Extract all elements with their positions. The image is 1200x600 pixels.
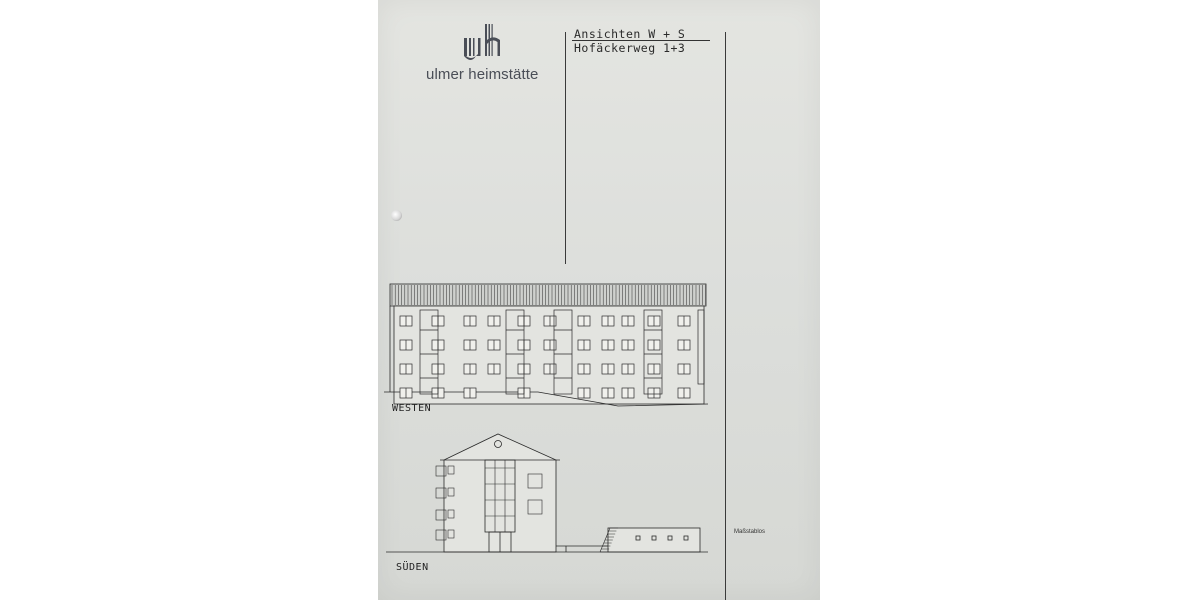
south-elevation-label: SÜDEN xyxy=(396,562,429,573)
balcony-bay xyxy=(643,309,663,395)
drawing-address: Hofäckerweg 1+3 xyxy=(574,41,686,55)
title-divider xyxy=(572,40,710,41)
window xyxy=(447,529,455,539)
punch-hole-upper xyxy=(391,210,402,221)
drawing-title: Ansichten W + S xyxy=(574,27,686,41)
window xyxy=(447,465,455,475)
balcony-bay xyxy=(505,309,525,395)
balcony-bay xyxy=(553,309,573,395)
scale-note: Maßstablos xyxy=(734,529,766,535)
balcony xyxy=(435,465,447,477)
south-elevation-building xyxy=(386,433,708,553)
window xyxy=(527,473,543,489)
company-name: ulmer heimstätte xyxy=(426,66,539,83)
frame-line-right xyxy=(725,32,726,600)
west-elevation-building xyxy=(384,283,709,407)
balcony xyxy=(435,509,447,521)
window xyxy=(447,487,455,497)
frame-line-left xyxy=(565,32,566,264)
document-sheet: ulmer heimstätte Ansichten W + S Hofäcke… xyxy=(378,0,820,600)
side-bay xyxy=(697,309,705,385)
balcony xyxy=(435,487,447,499)
balcony-bay xyxy=(419,309,439,395)
window xyxy=(527,499,543,515)
balcony xyxy=(435,529,447,541)
uh-monogram-icon xyxy=(462,22,506,64)
west-elevation-label: WESTEN xyxy=(392,403,432,414)
window xyxy=(447,509,455,519)
elevation-drawings xyxy=(384,283,709,553)
